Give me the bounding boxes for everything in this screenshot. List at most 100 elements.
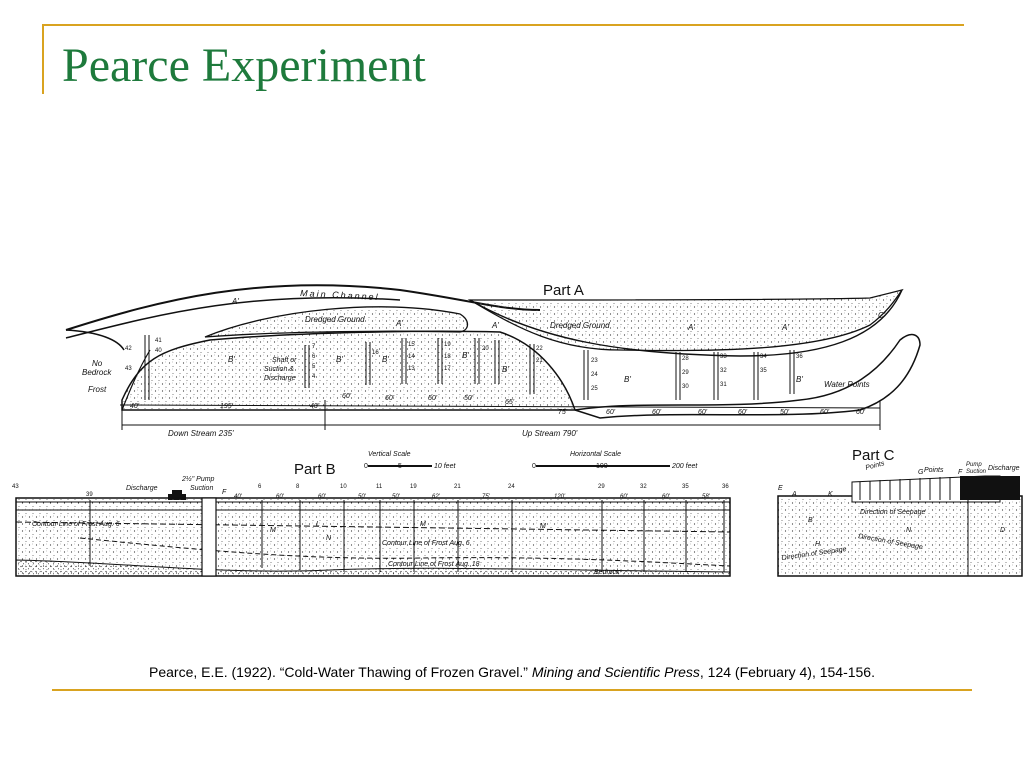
svg-text:60': 60' [318,494,327,500]
svg-text:65': 65' [505,399,515,406]
svg-text:A: A [791,491,797,498]
down-stream-label: Down Stream 235' [168,429,234,438]
points-label-2: Points [924,467,944,474]
svg-text:60': 60' [698,409,708,416]
svg-text:0: 0 [532,463,536,470]
svg-text:120': 120' [554,494,566,500]
svg-text:39: 39 [86,492,93,498]
svg-text:60': 60' [276,494,285,500]
frost-label: Frost [88,385,107,394]
part-c-pipes [859,477,969,576]
svg-text:20: 20 [482,346,489,352]
contour-label-3: Contour Line of Frost Aug. 18 [388,561,480,568]
svg-text:B: B [808,517,813,524]
svg-text:14: 14 [408,354,415,360]
pump-c-label-1: Pump [966,462,982,468]
part-b-pipes [89,500,725,572]
svg-text:60': 60' [662,494,671,500]
svg-text:B': B' [336,355,343,364]
svg-text:36: 36 [796,354,803,360]
svg-text:23: 23 [591,358,598,364]
svg-text:50': 50' [358,494,367,500]
pump-label-1: 2½" Pump [181,475,215,483]
svg-text:40': 40' [234,494,243,500]
svg-text:N: N [906,527,912,534]
svg-text:43: 43 [12,484,19,490]
part-a-dimensions: 40' 195' 40' 60' 60' 50' 50' 65' 75' 60'… [130,393,866,416]
part-c-label: Part C [852,447,895,464]
svg-text:36: 36 [722,484,729,490]
svg-text:A': A' [231,297,239,306]
svg-text:75': 75' [558,409,568,416]
part-a-label: Part A [543,282,584,299]
direction-label-1: Direction of Seepage [860,509,925,516]
part-c-diagram: Part C Points Points Pump Suction Discha… [777,447,1023,577]
dredged-lower-edge [469,289,903,357]
svg-text:60': 60' [738,409,748,416]
svg-text:29: 29 [598,484,605,490]
svg-text:17: 17 [444,366,451,372]
svg-text:60': 60' [606,409,616,416]
thaw-pipes [144,335,795,400]
svg-text:25: 25 [591,386,598,392]
svg-text:42: 42 [125,346,132,352]
part-b-body [15,497,731,577]
slide-title: Pearce Experiment [62,39,426,92]
svg-text:B': B' [228,355,235,364]
contour-label-2: Contour Line of Frost Aug. 6 [382,540,470,547]
svg-text:N: N [326,535,332,542]
citation-suffix: , 124 (February 4), 154-156. [699,664,875,680]
points-label-1: Points [865,460,886,472]
svg-text:C': C' [878,311,886,320]
contour-label-1: Contour Line of Frost Aug. 6 [32,521,120,528]
svg-text:5: 5 [312,364,316,370]
part-a-letters: A' A' A' A' A' C' B' B' B' B' B' B' B' [228,297,886,384]
part-c-letters: E A K G F B N H D [778,469,1005,548]
part-b-letters: F L M M N M [222,489,546,542]
svg-text:15: 15 [408,342,415,348]
part-b-dims: 40' 60' 60' 50' 50' 62' 75' 120' 60' 60'… [234,494,711,500]
shaft-box [201,497,217,577]
channel-lower-bank [65,296,401,339]
pump-label-2: Suction [190,485,213,492]
svg-text:16: 16 [372,350,379,356]
svg-text:5: 5 [398,463,402,470]
svg-text:60': 60' [652,409,662,416]
top-rule [42,24,964,26]
svg-text:A': A' [395,319,403,328]
contour-dash-1 [15,521,731,533]
svg-text:A': A' [687,323,695,332]
svg-text:4: 4 [312,374,316,380]
svg-text:6: 6 [312,354,316,360]
svg-text:13: 13 [408,366,415,372]
svg-text:11: 11 [376,484,383,490]
svg-text:21: 21 [536,358,543,364]
svg-text:30: 30 [682,384,689,390]
svg-text:60': 60' [342,393,352,400]
part-c-pump-block [960,476,1020,500]
svg-text:F: F [222,489,227,496]
svg-text:B': B' [502,365,509,374]
svg-text:40: 40 [155,348,162,354]
main-channel-label: Main Channel [300,288,380,302]
svg-text:F: F [958,469,963,476]
part-b-label: Part B [294,461,336,478]
svg-text:22: 22 [536,346,543,352]
shaft-label-2: Suction & [264,366,294,373]
bedrock-label: Bedrock [594,569,620,576]
svg-text:50': 50' [780,409,790,416]
part-b-well-numbers: 43 39 6 8 10 11 19 21 24 29 32 35 36 [12,484,729,498]
no-bedrock-label-2: Bedrock [82,368,112,377]
svg-text:A': A' [781,323,789,332]
svg-text:31: 31 [720,382,727,388]
lower-channel [574,333,921,419]
svg-text:35: 35 [760,368,767,374]
part-a-diagram: Part A Main Channel Dredged Ground Dredg… [65,282,921,438]
dredged-ground-left [204,306,469,338]
svg-text:19: 19 [410,484,417,490]
no-bedrock-label-1: No [92,359,103,368]
svg-text:50': 50' [428,395,438,402]
svg-text:24: 24 [508,484,515,490]
dimension-line [119,404,881,409]
horizontal-scale-label: Horizontal Scale [570,451,621,458]
